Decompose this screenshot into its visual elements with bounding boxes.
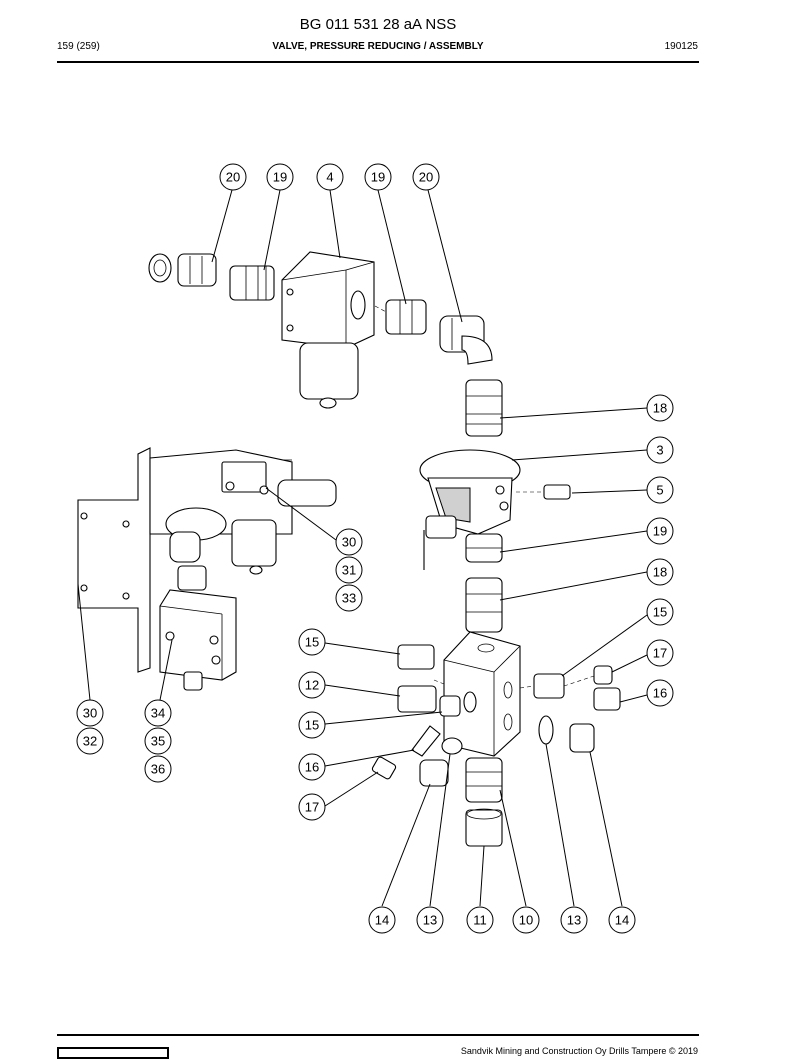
callout-20-top-left: 20 <box>219 163 247 191</box>
bracket-sub-assembly <box>77 447 337 691</box>
svg-text:13: 13 <box>567 913 581 928</box>
callout-18-upper: 18 <box>646 394 674 422</box>
callout-15-left-upper: 15 <box>298 628 326 656</box>
svg-text:31: 31 <box>342 563 356 578</box>
svg-text:19: 19 <box>371 170 385 185</box>
callout-18-lower: 18 <box>646 558 674 586</box>
callout-19-top-left: 19 <box>266 163 294 191</box>
adapter-fitting-lower <box>465 577 503 633</box>
callout-32: 32 <box>76 727 104 755</box>
bottom-fittings <box>465 757 503 847</box>
svg-text:13: 13 <box>423 913 437 928</box>
svg-text:36: 36 <box>151 762 165 777</box>
callout-11: 11 <box>466 906 494 934</box>
svg-text:34: 34 <box>151 706 165 721</box>
svg-text:18: 18 <box>653 401 667 416</box>
callout-30-left: 30 <box>76 699 104 727</box>
small-fitting <box>516 484 571 500</box>
nipple-right <box>385 299 427 335</box>
nipple-left <box>229 265 275 301</box>
svg-text:30: 30 <box>83 706 97 721</box>
elbow-fitting-right <box>439 315 493 365</box>
svg-text:33: 33 <box>342 591 356 606</box>
document-code: 190125 <box>664 41 698 52</box>
callout-13-bottom-left: 13 <box>416 906 444 934</box>
callout-19-top-right: 19 <box>364 163 392 191</box>
callout-36: 36 <box>144 755 172 783</box>
adapter-fitting-upper <box>465 379 503 437</box>
svg-text:18: 18 <box>653 565 667 580</box>
manifold-block <box>443 631 521 757</box>
part-drawings <box>77 251 621 847</box>
elbow-fitting-left <box>148 253 217 287</box>
svg-text:11: 11 <box>473 913 487 928</box>
svg-text:19: 19 <box>653 524 667 539</box>
svg-text:16: 16 <box>653 686 667 701</box>
callout-15-left-lower: 15 <box>298 711 326 739</box>
svg-text:4: 4 <box>326 170 333 185</box>
svg-text:16: 16 <box>305 760 319 775</box>
copyright-text: Sandvik Mining and Construction Oy Drill… <box>460 1046 698 1056</box>
callout-12: 12 <box>298 671 326 699</box>
svg-text:17: 17 <box>305 800 319 815</box>
callout-13-bottom-right: 13 <box>560 906 588 934</box>
callout-33: 33 <box>335 584 363 612</box>
callout-20-top-right: 20 <box>412 163 440 191</box>
svg-text:15: 15 <box>305 718 319 733</box>
svg-text:15: 15 <box>653 605 667 620</box>
leader-lines <box>77 189 648 907</box>
svg-text:32: 32 <box>83 734 97 749</box>
svg-text:12: 12 <box>305 678 319 693</box>
manifold-fittings <box>371 644 621 787</box>
svg-text:20: 20 <box>226 170 240 185</box>
callout-19-right: 19 <box>646 517 674 545</box>
svg-text:30: 30 <box>342 535 356 550</box>
svg-text:20: 20 <box>419 170 433 185</box>
svg-text:17: 17 <box>653 646 667 661</box>
svg-text:15: 15 <box>305 635 319 650</box>
svg-text:3: 3 <box>656 443 663 458</box>
footer-divider <box>57 1034 699 1036</box>
svg-text:10: 10 <box>519 913 533 928</box>
callout-16-right: 16 <box>646 679 674 707</box>
callout-30-mid: 30 <box>335 528 363 556</box>
callout-bubbles: 20 19 4 19 20 18 3 5 19 18 15 17 16 30 3… <box>76 163 674 934</box>
callout-15-right: 15 <box>646 598 674 626</box>
callout-17-right: 17 <box>646 639 674 667</box>
callout-14-bottom-left: 14 <box>368 906 396 934</box>
page-number: 159 (259) <box>57 41 100 52</box>
callout-31: 31 <box>335 556 363 584</box>
svg-text:35: 35 <box>151 734 165 749</box>
callout-17-left: 17 <box>298 793 326 821</box>
header-divider <box>57 61 699 63</box>
callout-35: 35 <box>144 727 172 755</box>
assembly-subtitle: VALVE, PRESSURE REDUCING / ASSEMBLY <box>272 41 484 52</box>
svg-text:14: 14 <box>615 913 629 928</box>
pressure-reducing-valve <box>419 449 521 570</box>
callout-4: 4 <box>316 163 344 191</box>
callout-5: 5 <box>646 476 674 504</box>
callout-14-bottom-right: 14 <box>608 906 636 934</box>
document-title: BG 011 531 28 aA NSS <box>299 16 457 33</box>
nipple-lower <box>465 533 503 563</box>
callout-10: 10 <box>512 906 540 934</box>
filter-housing <box>281 251 375 409</box>
callout-34: 34 <box>144 699 172 727</box>
svg-text:19: 19 <box>273 170 287 185</box>
callout-3: 3 <box>646 436 674 464</box>
company-logo <box>57 1047 169 1059</box>
svg-text:14: 14 <box>375 913 389 928</box>
svg-text:5: 5 <box>656 483 663 498</box>
callout-16-left: 16 <box>298 753 326 781</box>
